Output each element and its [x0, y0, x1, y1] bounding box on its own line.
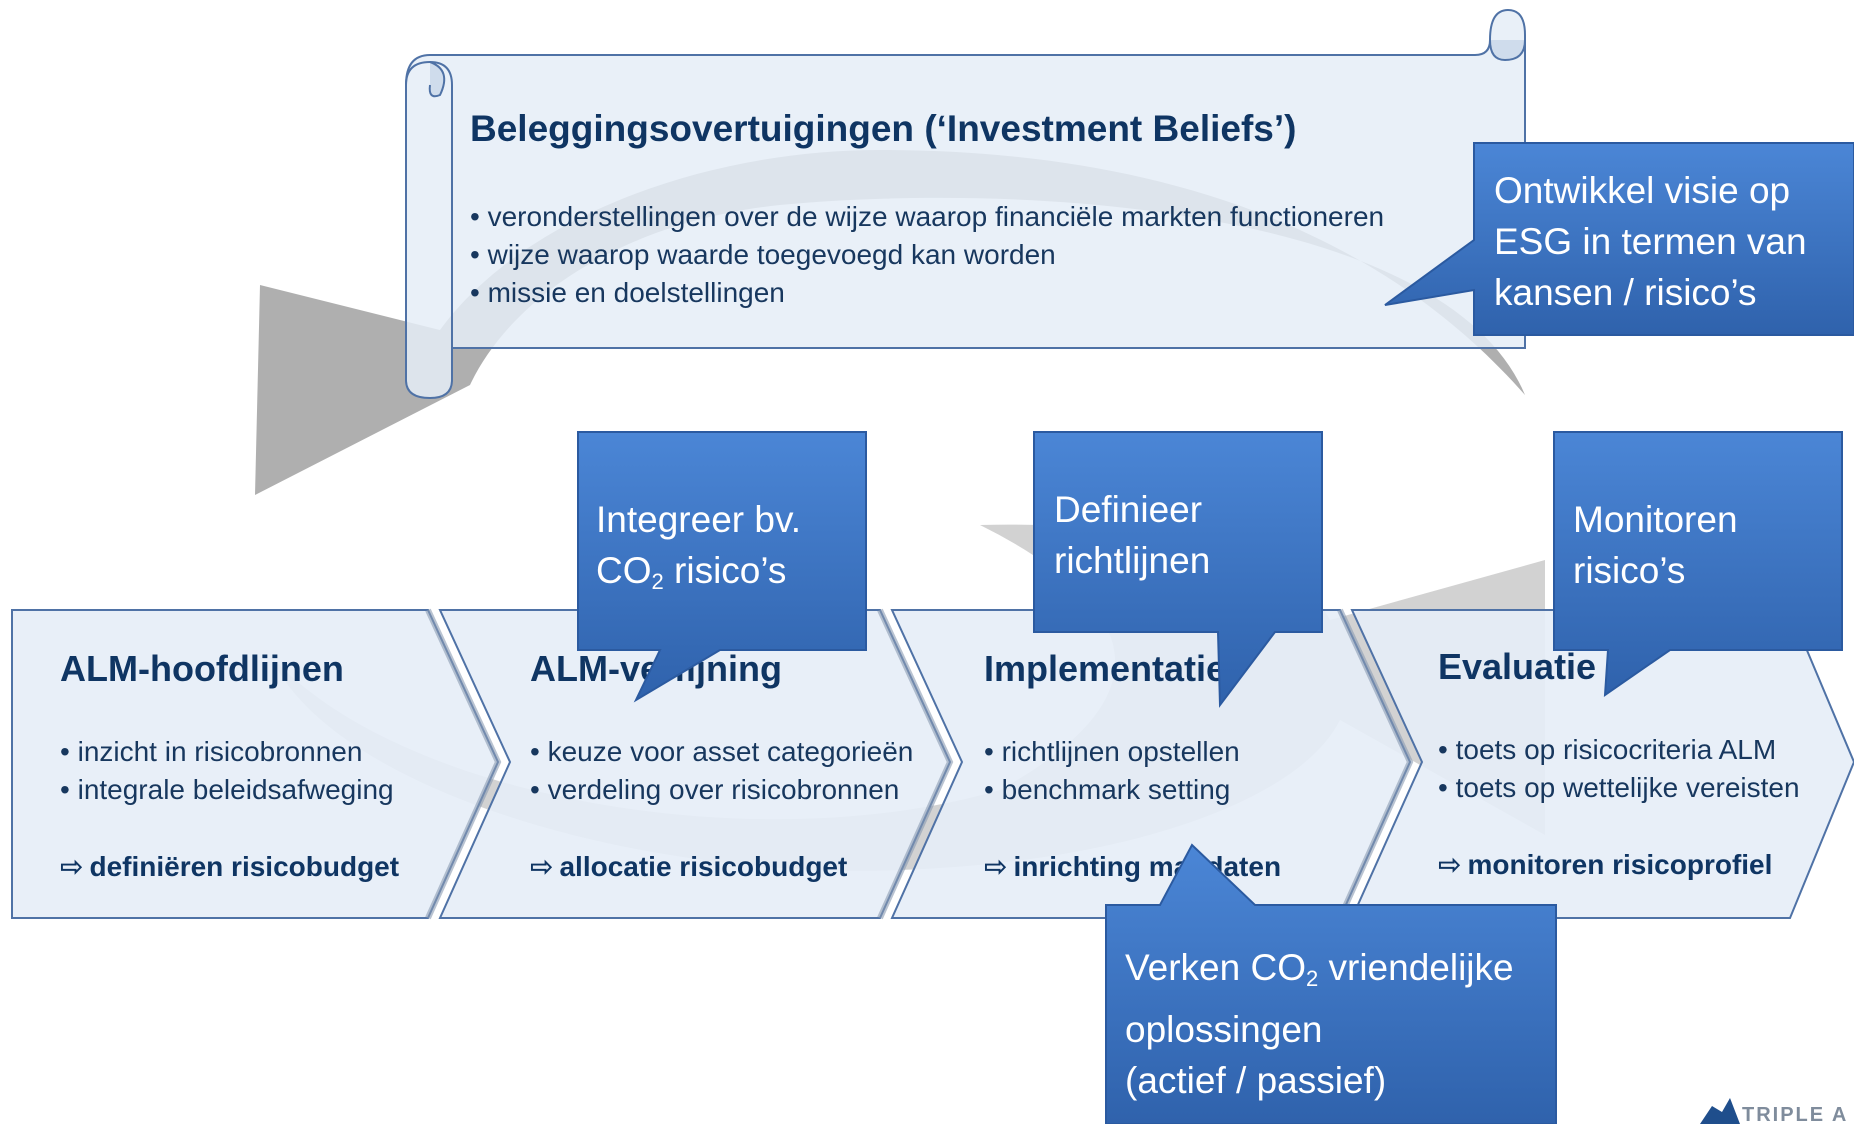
callout-definieer [1033, 431, 1323, 708]
result-arrow-icon: ⇨ [1438, 849, 1462, 880]
step-item: richtlijnen opstellen [984, 733, 1240, 771]
step-list-evaluatie: toets op risicocriteria ALM toets op wet… [1438, 731, 1800, 807]
step-title-alm-hoofdlijnen: ALM-hoofdlijnen [60, 648, 344, 689]
result-arrow-icon: ⇨ [530, 851, 554, 882]
result-arrow-icon: ⇨ [60, 851, 84, 882]
logo-text: TRIPLE A [1742, 1104, 1849, 1126]
step-title-evaluatie: Evaluatie [1438, 646, 1597, 687]
step-title-implementatie: Implementatie [984, 648, 1227, 689]
callout-verken-text: Verken CO2 vriendelijke oplossingen (act… [1125, 947, 1514, 1101]
beliefs-item: wijze waarop waarde toegevoegd kan worde… [470, 236, 1384, 274]
step-list-alm-verfijning: keuze voor asset categorieën verdeling o… [530, 733, 914, 809]
beliefs-item: veronderstellingen over de wijze waarop … [470, 198, 1385, 236]
step-item: benchmark setting [984, 771, 1240, 809]
logo-icon [1700, 1098, 1740, 1124]
step-result-evaluatie: ⇨monitoren risicoprofiel [1438, 849, 1773, 880]
beliefs-title: Beleggingsovertuigingen (‘Investment Bel… [470, 108, 1297, 149]
step-list-alm-hoofdlijnen: inzicht in risicobronnen integrale belei… [60, 733, 394, 809]
callout-monitoren [1553, 431, 1843, 698]
callout-verken [1105, 843, 1557, 1124]
step-list-implementatie: richtlijnen opstellen benchmark setting [984, 733, 1240, 809]
beliefs-list: veronderstellingen over de wijze waarop … [470, 198, 1385, 312]
step-item: keuze voor asset categorieën [530, 733, 914, 771]
step-item: verdeling over risicobronnen [530, 771, 913, 809]
callout-integreer-text: Integreer bv. CO2 risico’s [596, 499, 801, 594]
callout-esg [1384, 142, 1854, 336]
result-arrow-icon: ⇨ [984, 851, 1008, 882]
callout-esg-text: Ontwikkel visie op ESG in termen van kan… [1494, 170, 1807, 313]
callout-definieer-text: Definieer richtlijnen [1054, 489, 1211, 581]
beliefs-item: missie en doelstellingen [470, 274, 1384, 312]
callout-integreer [577, 431, 867, 703]
callout-monitoren-text: Monitoren risico’s [1573, 499, 1738, 591]
step-item: toets op risicocriteria ALM [1438, 731, 1800, 769]
step-item: inzicht in risicobronnen [60, 733, 394, 771]
step-result-alm-hoofdlijnen: ⇨definiëren risicobudget [60, 851, 400, 882]
step-result-alm-verfijning: ⇨allocatie risicobudget [530, 851, 848, 882]
step-result-implementatie: ⇨inrichting mandaten [984, 851, 1282, 882]
step-item: toets op wettelijke vereisten [1438, 769, 1800, 807]
step-item: integrale beleidsafweging [60, 771, 394, 809]
